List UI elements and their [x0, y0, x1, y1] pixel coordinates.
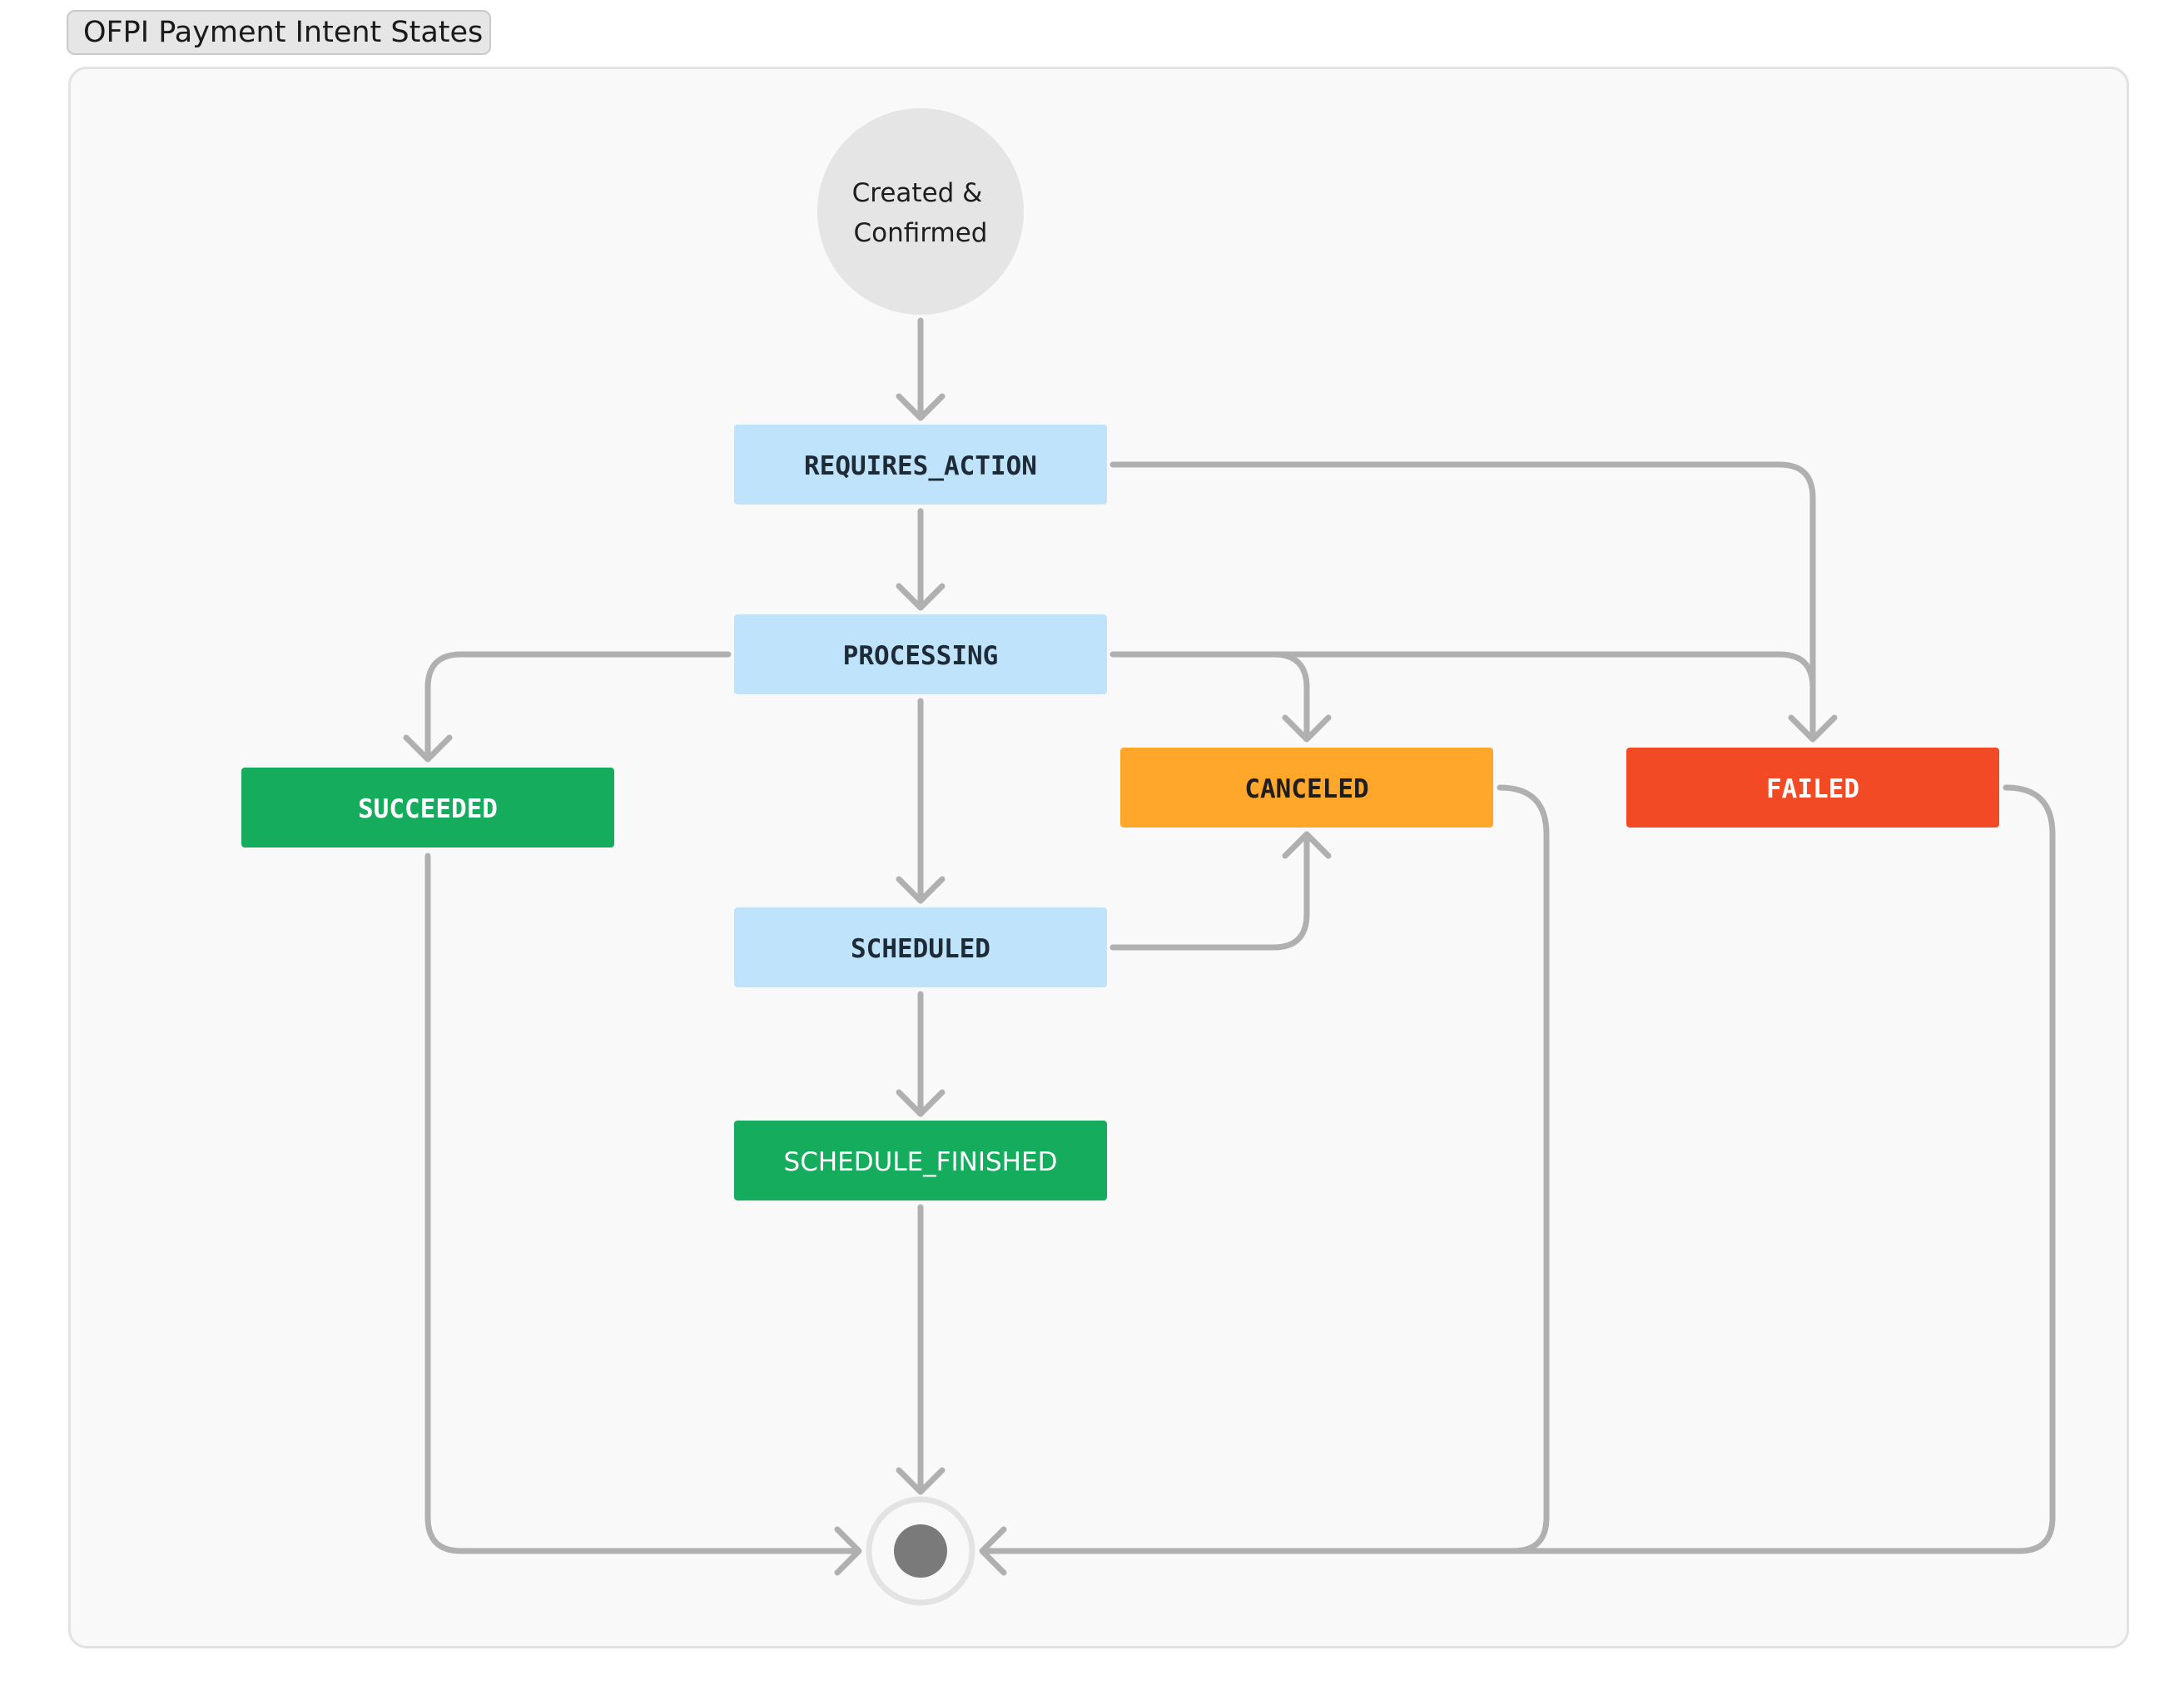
state-requires-action-label: REQUIRES_ACTION [804, 451, 1037, 481]
edge-requires-action-to-failed [1109, 461, 1838, 743]
state-failed-label: FAILED [1766, 774, 1859, 804]
state-requires-action-box [734, 425, 1107, 505]
state-canceled[interactable]: CANCELED [1120, 748, 1493, 828]
edge-schedule-finished-to-end [896, 1204, 946, 1495]
state-processing[interactable]: PROCESSING [734, 614, 1107, 694]
state-canceled-box [1120, 748, 1493, 828]
state-succeeded-box [241, 768, 614, 848]
edge-failed-to-end [1510, 784, 2056, 1554]
state-schedule-finished-box [734, 1121, 1107, 1200]
state-scheduled-box [734, 907, 1107, 987]
state-succeeded[interactable]: SUCCEEDED [241, 768, 614, 848]
edge-processing-to-canceled [1109, 651, 1332, 743]
end-node[interactable] [866, 1496, 975, 1606]
diagram-title-tab[interactable]: OFPI Payment Intent States [67, 10, 491, 55]
diagram-title: OFPI Payment Intent States [83, 16, 484, 49]
state-schedule-finished-label: SCHEDULE_FINISHED [784, 1147, 1058, 1177]
end-node-dot [894, 1524, 947, 1578]
state-succeeded-label: SUCCEEDED [358, 794, 498, 824]
edge-succeeded-to-end [424, 852, 862, 1576]
edge-processing-to-failed [1270, 651, 1816, 741]
transition-edges [403, 317, 2056, 1576]
state-canceled-label: CANCELED [1244, 774, 1368, 804]
state-scheduled[interactable]: SCHEDULED [734, 907, 1107, 987]
edge-requires-action-to-processing [896, 508, 946, 611]
start-node-circle [817, 108, 1024, 315]
start-node-label-line1: Created & [852, 178, 983, 208]
state-failed[interactable]: FAILED [1626, 748, 1999, 828]
edge-scheduled-to-schedule-finished [896, 991, 946, 1117]
state-requires-action[interactable]: REQUIRES_ACTION [734, 425, 1107, 505]
edge-scheduled-to-canceled [1109, 831, 1332, 951]
edge-processing-to-scheduled [896, 698, 946, 904]
state-scheduled-label: SCHEDULED [851, 934, 990, 964]
edge-start-to-requires-action [896, 317, 946, 421]
start-node[interactable]: Created & Confirmed [817, 108, 1024, 315]
edge-processing-to-succeeded [403, 651, 732, 763]
state-processing-box [734, 614, 1107, 694]
start-node-label-line2: Confirmed [854, 218, 988, 248]
state-schedule-finished[interactable]: SCHEDULE_FINISHED [734, 1121, 1107, 1200]
state-processing-label: PROCESSING [843, 641, 999, 671]
state-failed-box [1626, 748, 1999, 828]
diagram-canvas [68, 67, 2129, 1648]
